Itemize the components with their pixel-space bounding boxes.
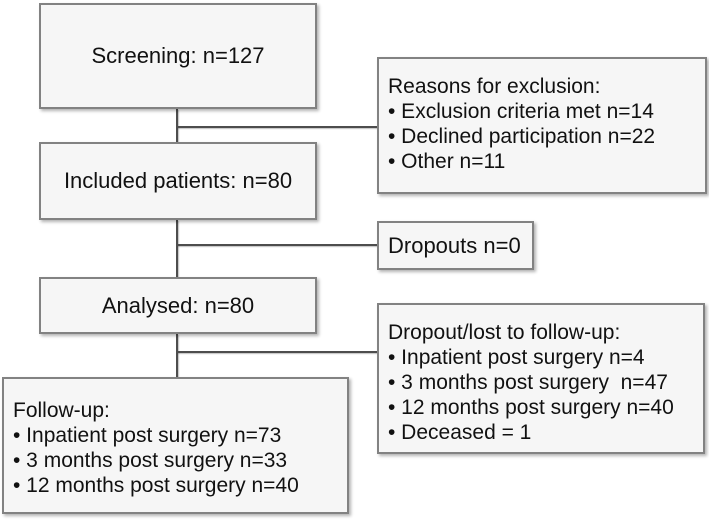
dropout-lost-item-12-months: • 12 months post surgery n=40 xyxy=(388,396,674,419)
reasons-item-exclusion-criteria: • Exclusion criteria met n=14 xyxy=(388,100,654,123)
included-patients-label: Included patients: n=80 xyxy=(63,168,293,193)
dropout-lost-item-inpatient: • Inpatient post surgery n=4 xyxy=(388,346,645,369)
box-followup: Follow-up: • Inpatient post surgery n=73… xyxy=(2,377,349,514)
box-dropout-lost-to-followup: Dropout/lost to follow-up: • Inpatient p… xyxy=(377,303,705,454)
box-reasons-for-exclusion: Reasons for exclusion: • Exclusion crite… xyxy=(377,57,707,194)
box-analysed: Analysed: n=80 xyxy=(39,277,317,334)
connector-included-to-analysed xyxy=(176,220,178,277)
dropouts-label: Dropouts n=0 xyxy=(388,232,521,258)
followup-item-3-months: • 3 months post surgery n=33 xyxy=(13,449,288,472)
dropout-lost-item-3-months: • 3 months post surgery n=47 xyxy=(388,371,668,394)
box-screening: Screening: n=127 xyxy=(39,3,317,109)
followup-item-inpatient: • Inpatient post surgery n=73 xyxy=(13,424,282,447)
connector-analysed-to-followup xyxy=(176,334,178,378)
box-dropouts: Dropouts n=0 xyxy=(377,221,534,270)
screening-label: Screening: n=127 xyxy=(91,43,265,68)
analysed-label: Analysed: n=80 xyxy=(101,292,255,318)
reasons-item-other: • Other n=11 xyxy=(388,150,506,173)
connector-branch-to-dropouts xyxy=(177,244,377,246)
followup-title: Follow-up: xyxy=(13,399,110,422)
connector-branch-to-reasons xyxy=(177,126,377,128)
dropout-lost-title: Dropout/lost to follow-up: xyxy=(388,321,621,344)
followup-item-12-months: • 12 months post surgery n=40 xyxy=(13,474,299,497)
reasons-item-declined: • Declined participation n=22 xyxy=(388,125,656,148)
reasons-title: Reasons for exclusion: xyxy=(388,75,601,98)
box-included-patients: Included patients: n=80 xyxy=(39,142,317,220)
connector-branch-to-dropout-lost xyxy=(177,351,377,353)
dropout-lost-item-deceased: • Deceased = 1 xyxy=(388,421,532,444)
